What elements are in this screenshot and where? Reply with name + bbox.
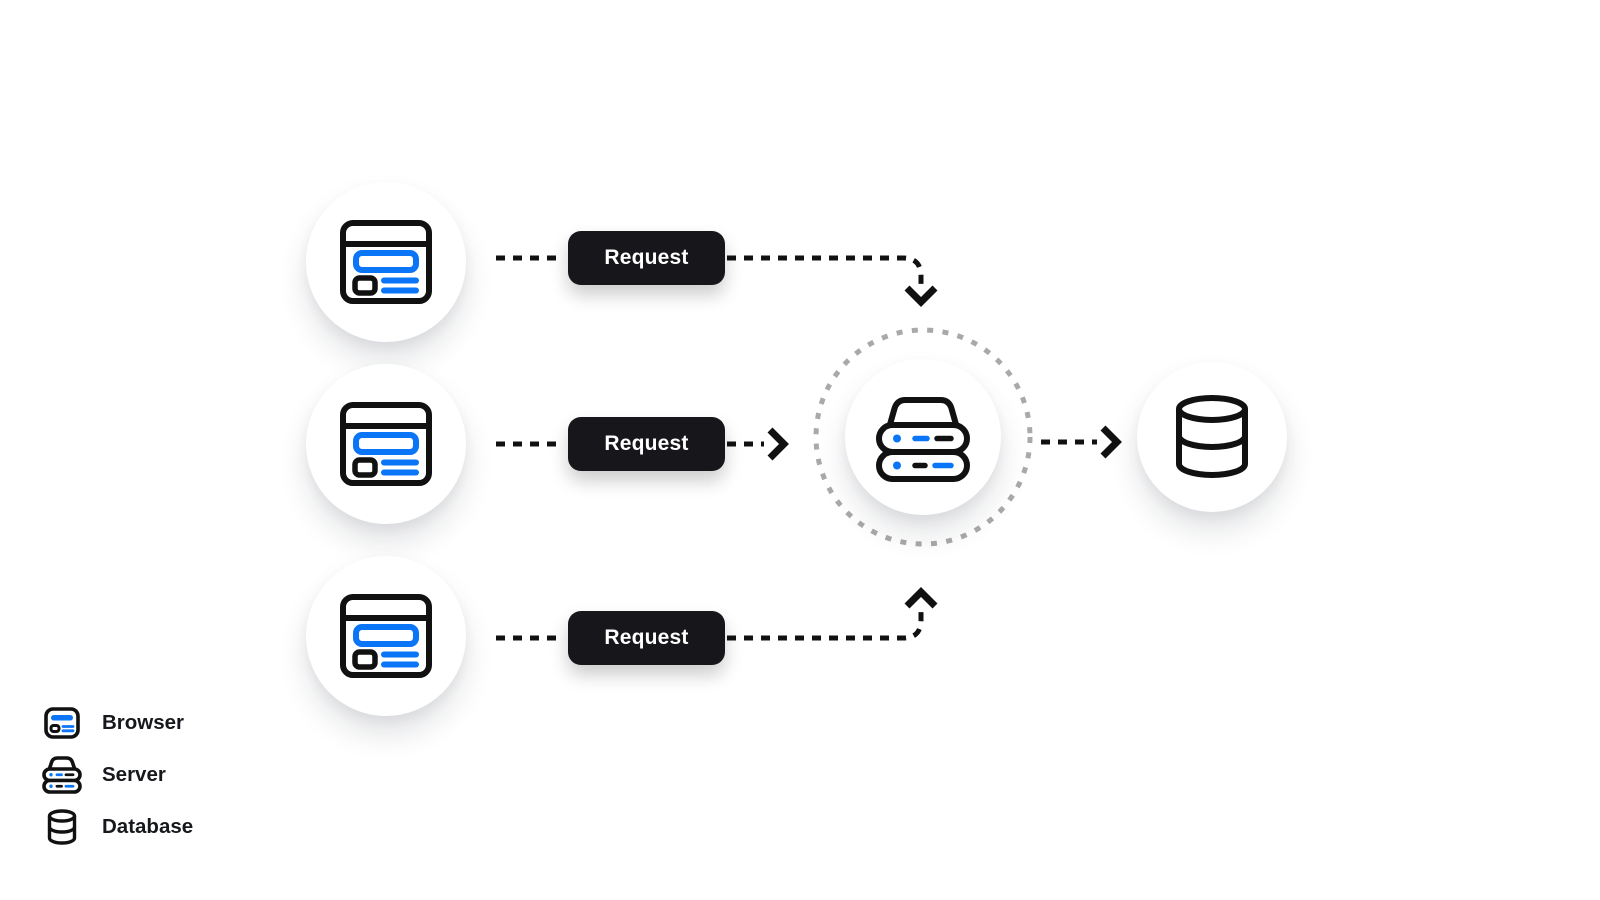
browser-icon (340, 594, 432, 678)
legend: Browser Server (42, 697, 193, 853)
legend-item-browser: Browser (42, 697, 193, 749)
legend-label: Database (102, 815, 194, 838)
legend-label: Browser (102, 711, 185, 734)
server-icon (42, 754, 82, 796)
arrowhead-down-icon (904, 285, 938, 307)
request-badge: Request (568, 417, 725, 471)
server-icon (876, 397, 970, 482)
request-badge: Request (568, 611, 725, 665)
browser-node (306, 182, 466, 342)
legend-item-database: Database (42, 801, 193, 853)
browser-icon (340, 402, 432, 486)
browser-icon (340, 220, 432, 304)
legend-label: Server (102, 763, 166, 786)
edge-request1-to-server-dash (727, 255, 924, 286)
legend-item-server: Server (42, 749, 193, 801)
request-badge: Request (568, 231, 725, 285)
database-icon (42, 809, 82, 845)
database-node (1137, 362, 1287, 512)
arrowhead-right-icon (767, 427, 789, 461)
database-icon (1176, 395, 1248, 478)
arrowhead-up-icon (904, 587, 938, 609)
arrowhead-right-icon (1100, 425, 1122, 459)
browser-node (306, 364, 466, 524)
server-node (845, 359, 1001, 515)
browser-node (306, 556, 466, 716)
edge-request3-to-server-dash (727, 610, 924, 641)
browser-icon (42, 707, 82, 739)
